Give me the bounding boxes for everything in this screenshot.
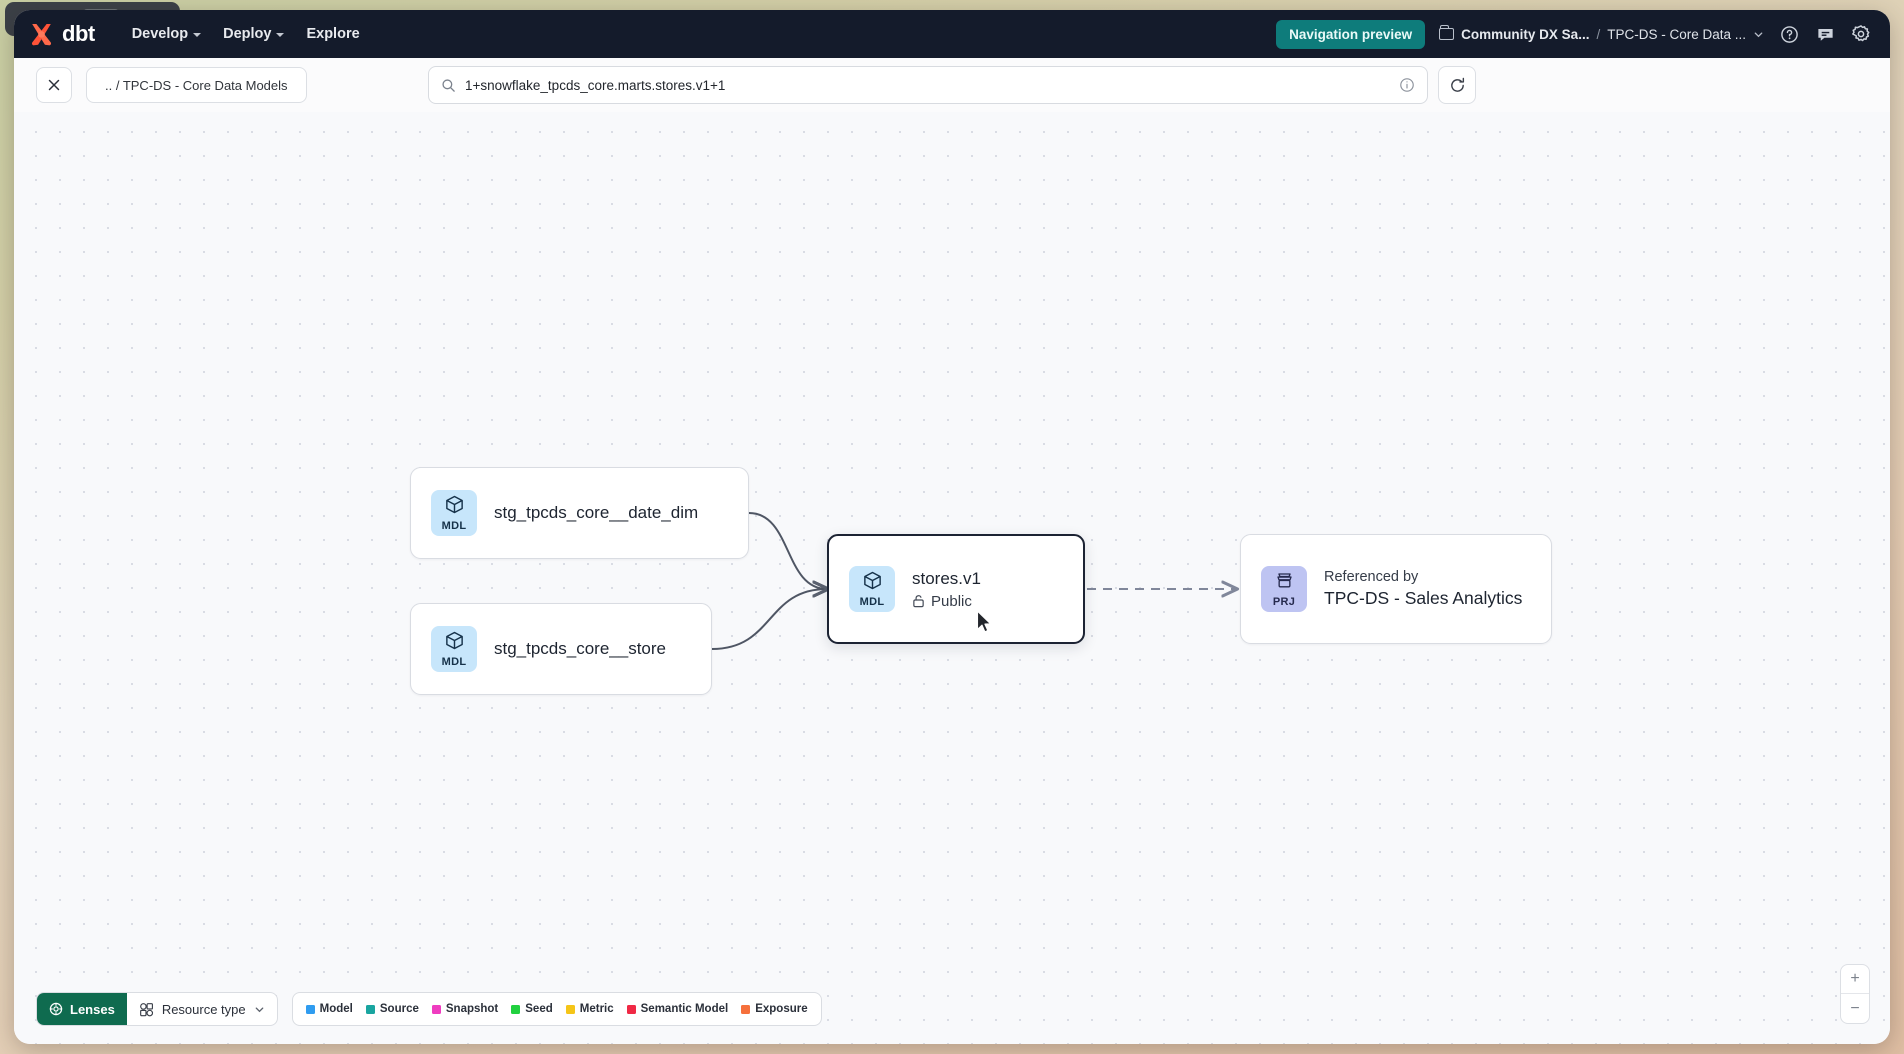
navigation-preview-button[interactable]: Navigation preview [1276,20,1425,49]
dbt-logo[interactable]: dbt [28,21,95,48]
node-text: stg_tpcds_core__date_dim [494,503,698,523]
node-text: stores.v1 Public [912,569,981,610]
legend-item: Seed [511,1003,553,1015]
nav-link-develop[interactable]: Develop [121,19,212,49]
node-access-label: Public [931,593,972,610]
legend-item: Exposure [741,1003,807,1015]
zoom-out-button[interactable]: − [1841,994,1869,1023]
cube-icon [862,570,883,596]
graph-node-stores-v1[interactable]: MDL stores.v1 Public [827,534,1085,644]
nav-link-explore[interactable]: Explore [295,19,370,49]
model-badge-label: MDL [442,657,467,668]
help-icon[interactable] [1778,23,1800,45]
breadcrumb-separator: / [1596,27,1600,42]
lens-icon [49,1002,63,1016]
zoom-in-button[interactable]: + [1841,965,1869,994]
top-nav-right-group: Navigation preview Community DX Sa... / … [1276,20,1872,49]
node-eyebrow: Referenced by [1324,569,1522,585]
legend-swatch [366,1005,375,1014]
legend-label: Metric [580,1003,614,1015]
legend-swatch [566,1005,575,1014]
legend-swatch [511,1005,520,1014]
feedback-icon[interactable] [1814,23,1836,45]
search-icon [441,78,456,93]
model-badge: MDL [431,626,477,672]
refresh-icon[interactable] [1438,66,1476,104]
search-input[interactable] [465,78,1390,93]
legend-swatch [627,1005,636,1014]
edge-store-to-stores [712,589,827,649]
project-badge: PRJ [1261,566,1307,612]
folder-icon [1439,28,1454,40]
project-icon [1274,570,1295,596]
nav-link-deploy-label: Deploy [223,26,271,42]
chevron-down-icon [193,33,201,37]
legend-swatch [741,1005,750,1014]
chevron-down-icon [276,33,284,37]
dbt-logo-text: dbt [62,21,95,47]
legend-item: Model [306,1003,353,1015]
breadcrumb[interactable]: .. / TPC-DS - Core Data Models [86,67,307,103]
account-project-breadcrumb: Community DX Sa... / TPC-DS - Core Data … [1439,27,1764,42]
app-window: dbt Develop Deploy Explore Navigation pr… [14,10,1890,1044]
node-title: stg_tpcds_core__store [494,639,666,659]
node-title: stores.v1 [912,569,981,589]
graph-search-box[interactable] [428,66,1428,104]
settings-icon[interactable] [1850,23,1872,45]
node-title: stg_tpcds_core__date_dim [494,503,698,523]
lens-control-group: Lenses Resource type [36,992,278,1026]
cube-icon [444,494,465,520]
legend-item: Metric [566,1003,614,1015]
nav-link-deploy[interactable]: Deploy [212,19,295,49]
legend-item: Snapshot [432,1003,498,1015]
legend-label: Seed [525,1003,553,1015]
node-access-badge: Public [912,593,981,610]
graph-node-stg-tpcds-core-store[interactable]: MDL stg_tpcds_core__store [410,603,712,695]
dbt-logo-icon [28,21,55,48]
model-badge-label: MDL [442,521,467,532]
model-badge: MDL [849,566,895,612]
edge-date-dim-to-stores [749,513,827,589]
search-area [428,66,1476,104]
cube-icon [444,630,465,656]
node-title: TPC-DS - Sales Analytics [1324,588,1522,609]
model-badge-label: MDL [860,597,885,608]
top-navigation-bar: dbt Develop Deploy Explore Navigation pr… [14,10,1890,58]
zoom-controls: + − [1840,964,1870,1024]
legend-item: Source [366,1003,419,1015]
resource-type-icon [139,1002,154,1017]
legend-label: Exposure [755,1003,807,1015]
breadcrumb-account[interactable]: Community DX Sa... [1461,27,1589,42]
legend-label: Semantic Model [641,1003,729,1015]
graph-node-referenced-by-project[interactable]: PRJ Referenced by TPC-DS - Sales Analyti… [1240,534,1552,644]
graph-bottom-bar: Lenses Resource type [36,992,822,1026]
chevron-down-icon [254,1004,265,1015]
legend-label: Snapshot [446,1003,498,1015]
node-text: stg_tpcds_core__store [494,639,666,659]
lenses-button[interactable]: Lenses [37,993,127,1025]
unlock-icon [912,594,925,608]
legend-label: Source [380,1003,419,1015]
graph-toolbar: .. / TPC-DS - Core Data Models [14,58,1890,112]
legend-item: Semantic Model [627,1003,729,1015]
legend-swatch [306,1005,315,1014]
legend-swatch [432,1005,441,1014]
resource-type-button[interactable]: Resource type [127,993,277,1025]
chevron-down-icon[interactable] [1753,29,1764,40]
node-text: Referenced by TPC-DS - Sales Analytics [1324,569,1522,609]
resource-type-legend: Model Source Snapshot Seed Metric [292,992,822,1026]
lineage-graph-canvas[interactable]: MDL stg_tpcds_core__date_dim MDL stg_tpc… [14,112,1890,1044]
resource-type-label: Resource type [162,1002,246,1017]
graph-node-stg-tpcds-core-date-dim[interactable]: MDL stg_tpcds_core__date_dim [410,467,749,559]
nav-link-develop-label: Develop [132,26,188,42]
model-badge: MDL [431,490,477,536]
breadcrumb-project[interactable]: TPC-DS - Core Data ... [1607,27,1746,42]
info-icon[interactable] [1399,77,1415,93]
legend-label: Model [320,1003,353,1015]
lenses-label: Lenses [70,1002,115,1017]
nav-link-explore-label: Explore [306,26,359,42]
close-icon[interactable] [36,67,72,103]
project-badge-label: PRJ [1273,597,1295,608]
